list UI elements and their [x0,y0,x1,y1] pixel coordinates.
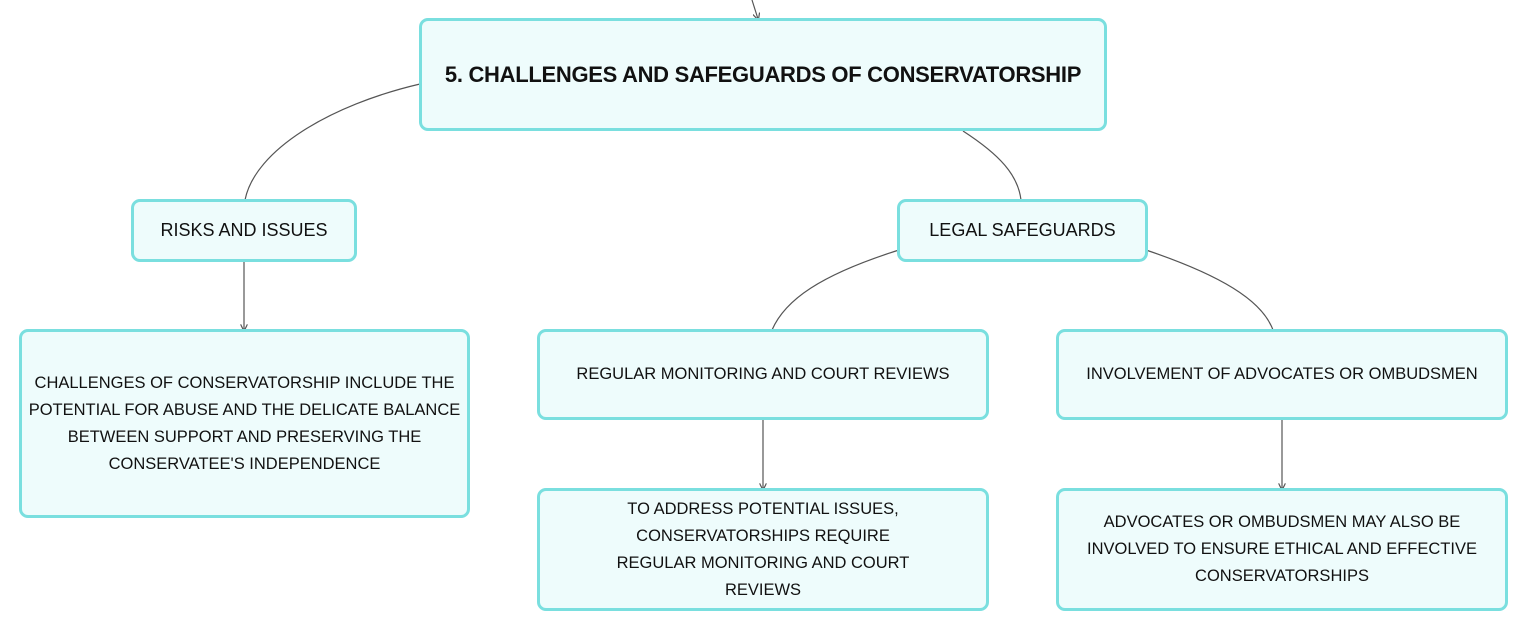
edge-root-to-risks [244,83,421,201]
edge-safeguards-to-advocates [1145,249,1274,331]
advocates-detail-text: ADVOCATES OR OMBUDSMEN MAY ALSO BE INVOL… [1087,513,1477,585]
monitoring-node[interactable]: REGULAR MONITORING AND COURT REVIEWS [537,329,989,420]
root-node[interactable]: 5. CHALLENGES AND SAFEGUARDS OF CONSERVA… [419,18,1107,131]
advocates-label: INVOLVEMENT OF ADVOCATES OR OMBUDSMEN [1086,365,1478,383]
edge-root-to-safeguards [962,130,1022,201]
monitoring-detail-node[interactable]: TO ADDRESS POTENTIAL ISSUES, CONSERVATOR… [537,488,989,611]
risks-detail-node[interactable]: CHALLENGES OF CONSERVATORSHIP INCLUDE TH… [19,329,470,518]
advocates-detail-node[interactable]: ADVOCATES OR OMBUDSMEN MAY ALSO BE INVOL… [1056,488,1508,611]
risks-and-issues-label: RISKS AND ISSUES [160,220,328,240]
advocates-node[interactable]: INVOLVEMENT OF ADVOCATES OR OMBUDSMEN [1056,329,1508,420]
edge-safeguards-to-monitoring [771,249,900,331]
edge-parent-to-root [751,0,758,19]
monitoring-detail-text: TO ADDRESS POTENTIAL ISSUES, CONSERVATOR… [616,499,910,599]
legal-safeguards-label: LEGAL SAFEGUARDS [929,220,1116,240]
risks-detail-text: CHALLENGES OF CONSERVATORSHIP INCLUDE TH… [28,373,461,473]
root-node-label: 5. CHALLENGES AND SAFEGUARDS OF CONSERVA… [444,61,1082,87]
monitoring-label: REGULAR MONITORING AND COURT REVIEWS [576,365,950,383]
legal-safeguards-node[interactable]: LEGAL SAFEGUARDS [897,199,1148,262]
risks-and-issues-node[interactable]: RISKS AND ISSUES [131,199,357,262]
